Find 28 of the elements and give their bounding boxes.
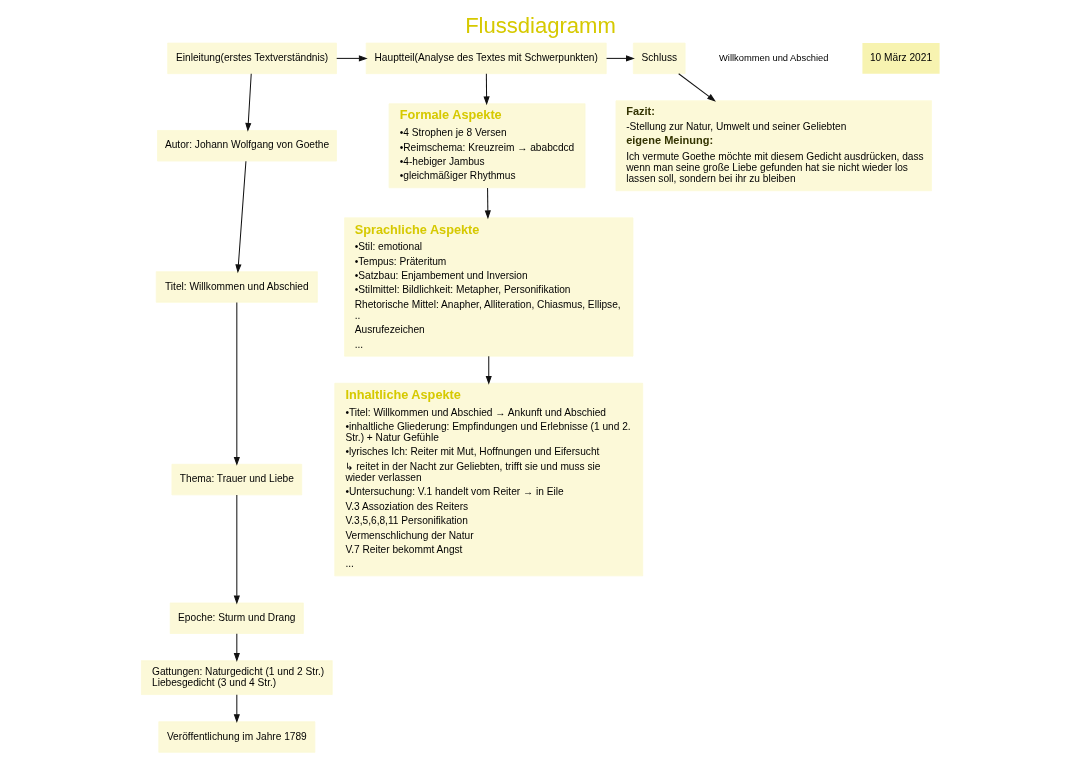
arrow — [233, 694, 240, 724]
arrow — [234, 160, 246, 274]
node-box: Sprachliche Aspekte •Stil: emotional •Tempus: Präteritum •Satzbau: Enjambement und Inversion •Stilmittel: Bildlichkeit: Metapher, Personifikation Rhetorische Mittel: Anapher, Alliteration, Chiasmus, Ellipse, .. Ausrufezeichen ... — [343, 217, 633, 357]
node-box: Gattungen: Naturgedicht (1 und 2 Str.) Liebesgedicht (3 und 4 Str.) — [140, 660, 333, 695]
arrow — [605, 55, 635, 62]
diagram-title: Flussdiagramm — [464, 12, 616, 38]
node-box: Schluss — [632, 42, 686, 75]
node-box: Thema: Trauer und Liebe — [171, 463, 302, 496]
node-box: Titel: Willkommen und Abschied — [155, 271, 318, 303]
arrow — [484, 187, 491, 220]
arrow — [483, 73, 490, 106]
arrow — [233, 494, 240, 605]
node-box: Veröffentlichung im Jahre 1789 — [157, 721, 315, 753]
arrow — [233, 302, 240, 466]
arrow — [485, 355, 492, 385]
arrow — [335, 55, 368, 62]
label: Willkommen und Abschied — [718, 52, 828, 63]
node-box: Inhaltliche Aspekte •Titel: Willkommen und Abschied → Ankunft und Abschied •inhaltliche Gliederung: Empfindungen und Erlebnisse (1 und 2. Str.) + Natur Gefühle •lyrisches Ich: Reiter mit Mut, Hoffnungen und Eifersucht ↳ reitet in der Nacht zur Geliebten, trifft sie und muss sie wieder verlassen •Untersuchung: V.1 handelt vom Reiter → in Eile V.3 Assoziation des Reiters V.3,5,6,8,11 Personifikation Vermenschlichung der Natur V.7 Reiter bekommt Angst ... — [333, 382, 643, 577]
arrow — [677, 73, 716, 102]
node-box: Einleitung(erstes Textverständnis) — [166, 42, 337, 75]
node-box: Epoche: Sturm und Drang — [169, 602, 304, 634]
node-box: Hauptteil(Analyse des Textes mit Schwerpunkten) — [365, 42, 607, 75]
node-box: Formale Aspekte •4 Strophen je 8 Versen •Reimschema: Kreuzreim → ababcdcd •4-hebiger Jambus •gleichmäßiger Rhythmus — [388, 103, 585, 189]
node-box: Fazit: -Stellung zur Natur, Umwelt und seiner Geliebten eigene Meinung: Ich vermute Goethe möchte mit diesem Gedicht ausdrücken, dass wenn man seine große Liebe gefunden hat sie nicht wieder los lassen soll, sondern bei ihr zu bleiben — [615, 100, 932, 192]
arrow — [244, 73, 252, 132]
node-box: Autor: Johann Wolfgang von Goethe — [156, 130, 337, 162]
arrow — [233, 633, 240, 662]
label: 10 März 2021 — [869, 52, 932, 64]
